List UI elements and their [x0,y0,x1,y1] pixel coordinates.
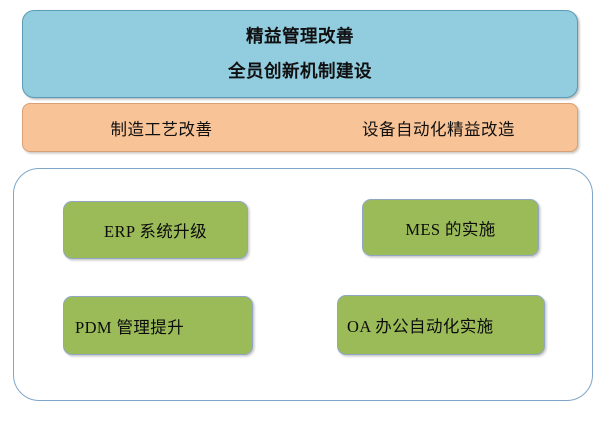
project-box-mes[interactable]: MES 的实施 [362,199,539,256]
banner-title-line-1: 精益管理改善 [246,26,354,46]
category-label-equipment-automation: 设备自动化精益改造 [362,119,515,139]
title-banner: 精益管理改善 全员创新机制建设 [22,10,578,98]
project-box-pdm[interactable]: PDM 管理提升 [63,296,253,355]
project-box-mes-label: MES 的实施 [405,219,496,239]
banner-title-line-2: 全员创新机制建设 [228,61,372,81]
category-band: 制造工艺改善 设备自动化精益改造 [22,103,578,152]
category-label-manufacturing-process: 制造工艺改善 [110,119,213,139]
project-box-oa-label: OA 办公自动化实施 [347,317,494,336]
project-box-oa[interactable]: OA 办公自动化实施 [337,295,545,355]
project-box-erp-label: ERP 系统升级 [104,222,207,241]
project-box-pdm-label: PDM 管理提升 [75,317,185,337]
project-box-erp[interactable]: ERP 系统升级 [63,201,248,259]
